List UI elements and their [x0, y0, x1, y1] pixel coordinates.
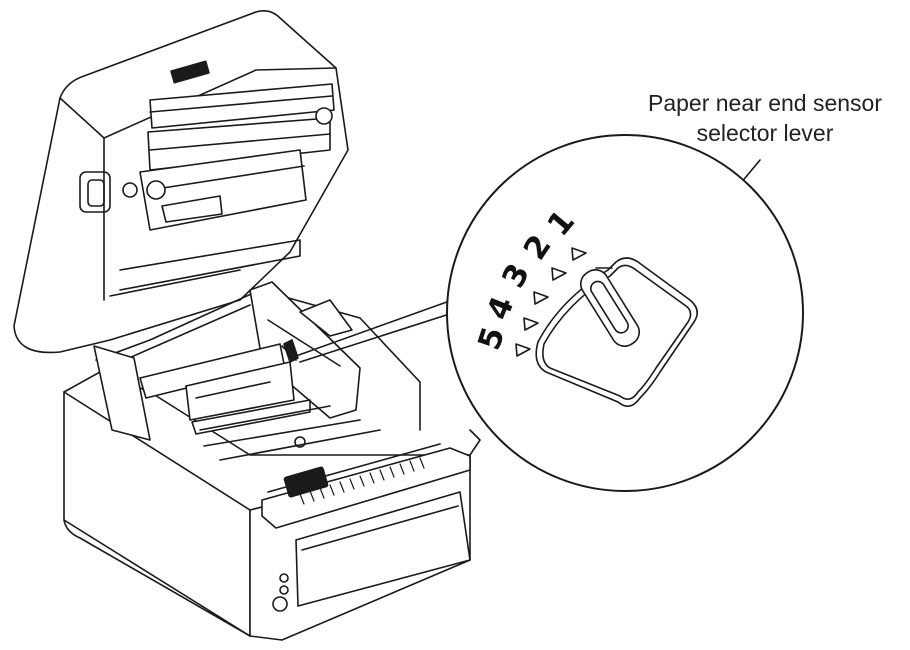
printer-lid: [13, 10, 349, 354]
callout-label-line-2: selector lever: [696, 120, 834, 146]
indicator-triangle-4: [523, 317, 539, 331]
position-indicators: [515, 247, 587, 357]
indicator-triangle-5: [515, 343, 531, 357]
selector-lever-detail: [535, 257, 698, 407]
callout-label-line-1: Paper near end sensor: [648, 90, 882, 116]
callout-label: Paper near end sensor selector lever: [620, 88, 910, 148]
indicator-triangle-3: [533, 291, 549, 305]
indicator-triangle-2: [551, 267, 567, 281]
paper-bay: [93, 281, 471, 612]
indicator-triangle-1: [571, 247, 587, 261]
